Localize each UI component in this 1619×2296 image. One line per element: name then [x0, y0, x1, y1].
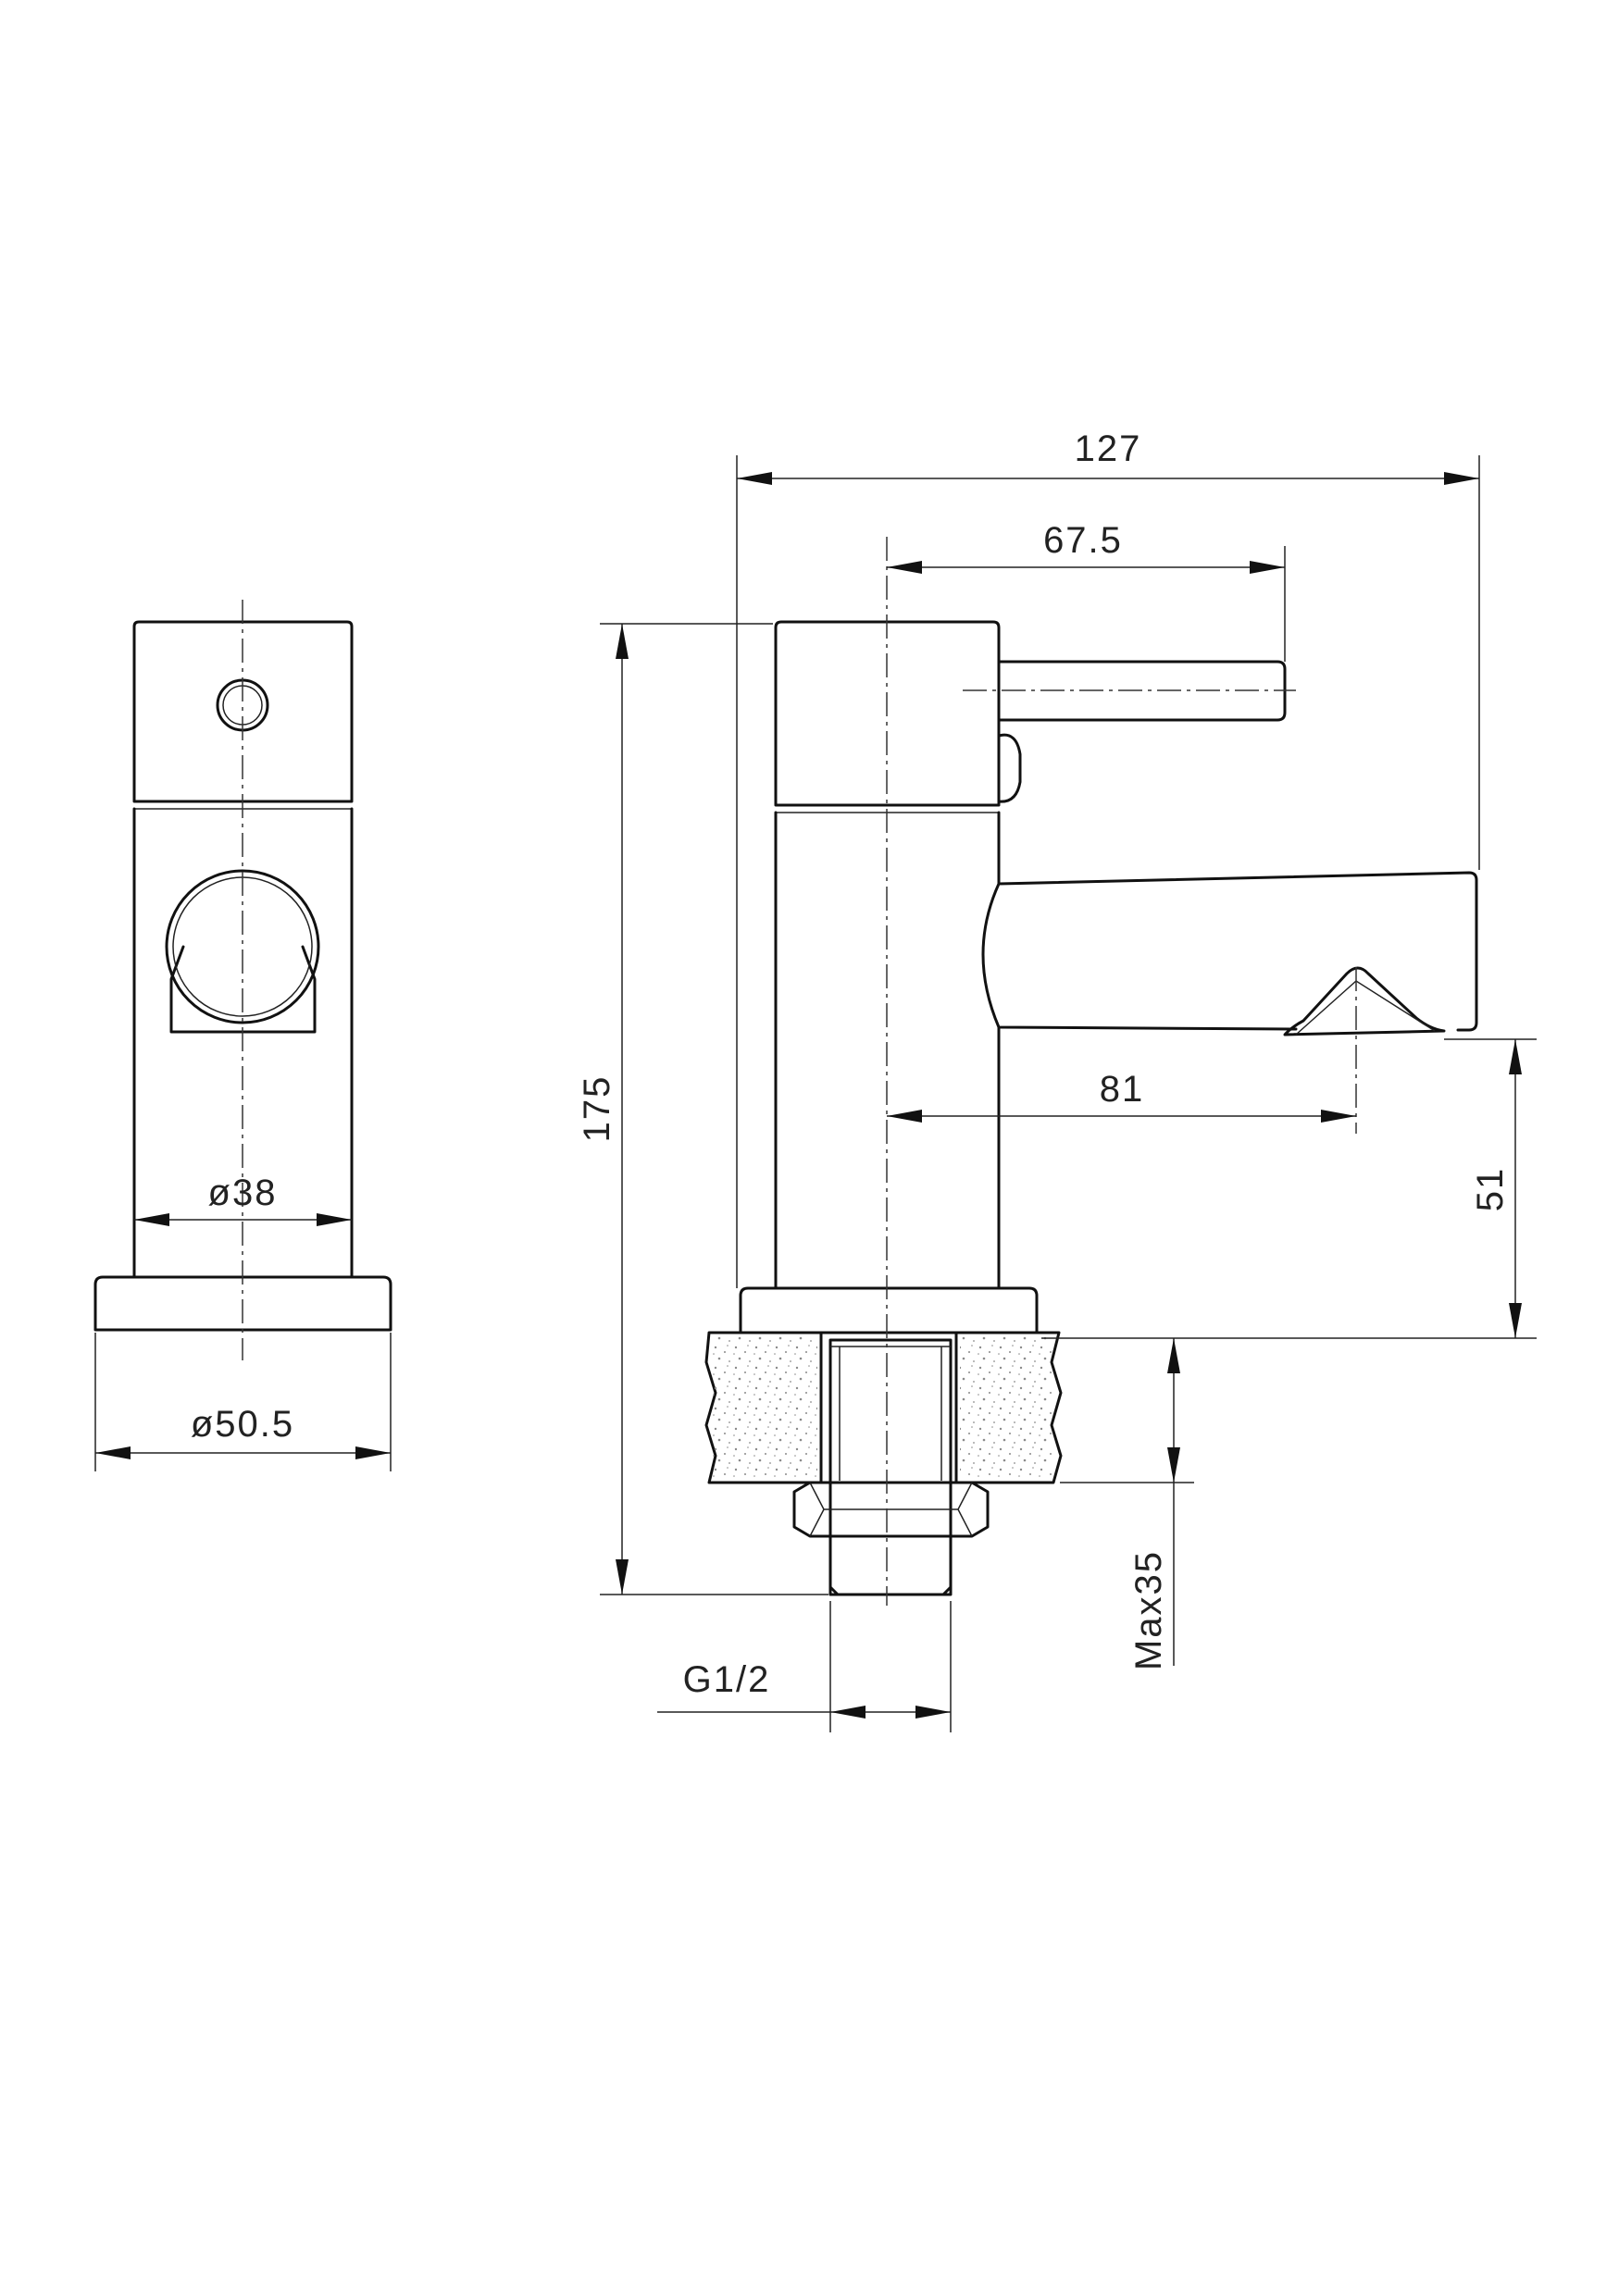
dimension-body-diameter: ø38: [134, 1173, 352, 1226]
overall-width-label: 127: [1075, 428, 1142, 469]
spout-end-circle: [165, 869, 320, 1024]
dimension-overall-height: 175: [577, 623, 828, 1595]
dimension-spout-reach: 81: [887, 1069, 1356, 1123]
dimension-handle-reach: 67.5: [887, 520, 1286, 662]
front-view-cap: [774, 620, 1001, 807]
lever-stem: [997, 733, 1022, 803]
spout: [981, 871, 1478, 1032]
threaded-shank: [828, 1338, 953, 1596]
base-diameter-label: ø50.5: [191, 1404, 294, 1445]
spout-height-label: 51: [1470, 1167, 1511, 1212]
lower-thread: [828, 1534, 953, 1596]
thread-size-label: G1/2: [683, 1659, 771, 1700]
dimension-thread-size: G1/2: [657, 1601, 952, 1732]
side-view-cap: [132, 620, 354, 803]
side-view-body: [132, 807, 354, 1277]
side-view-base: [93, 1275, 392, 1332]
countertop-left-texture: [713, 1336, 817, 1479]
front-view: 127 67.5 81 175: [577, 428, 1537, 1732]
body-diameter-label: ø38: [208, 1173, 278, 1213]
side-view: ø38 ø50.5: [93, 600, 392, 1471]
dimension-overall-width: 127: [736, 428, 1480, 1288]
front-view-base: [739, 1286, 1039, 1334]
dimension-spout-height: 51: [1041, 1038, 1537, 1339]
front-view-body: [774, 811, 1001, 1290]
dimension-deck-thickness: Max35: [1060, 1338, 1194, 1670]
countertop-right-texture: [960, 1336, 1052, 1479]
dimension-base-diameter: ø50.5: [94, 1333, 392, 1471]
lock-nut: [792, 1481, 990, 1538]
spout-reach-label: 81: [1100, 1069, 1145, 1110]
aerator: [1283, 966, 1446, 1036]
overall-height-label: 175: [577, 1075, 617, 1143]
handle-reach-label: 67.5: [1043, 520, 1123, 561]
deck-thickness-label: Max35: [1128, 1550, 1169, 1670]
lock-nut-facets: [809, 1482, 973, 1537]
